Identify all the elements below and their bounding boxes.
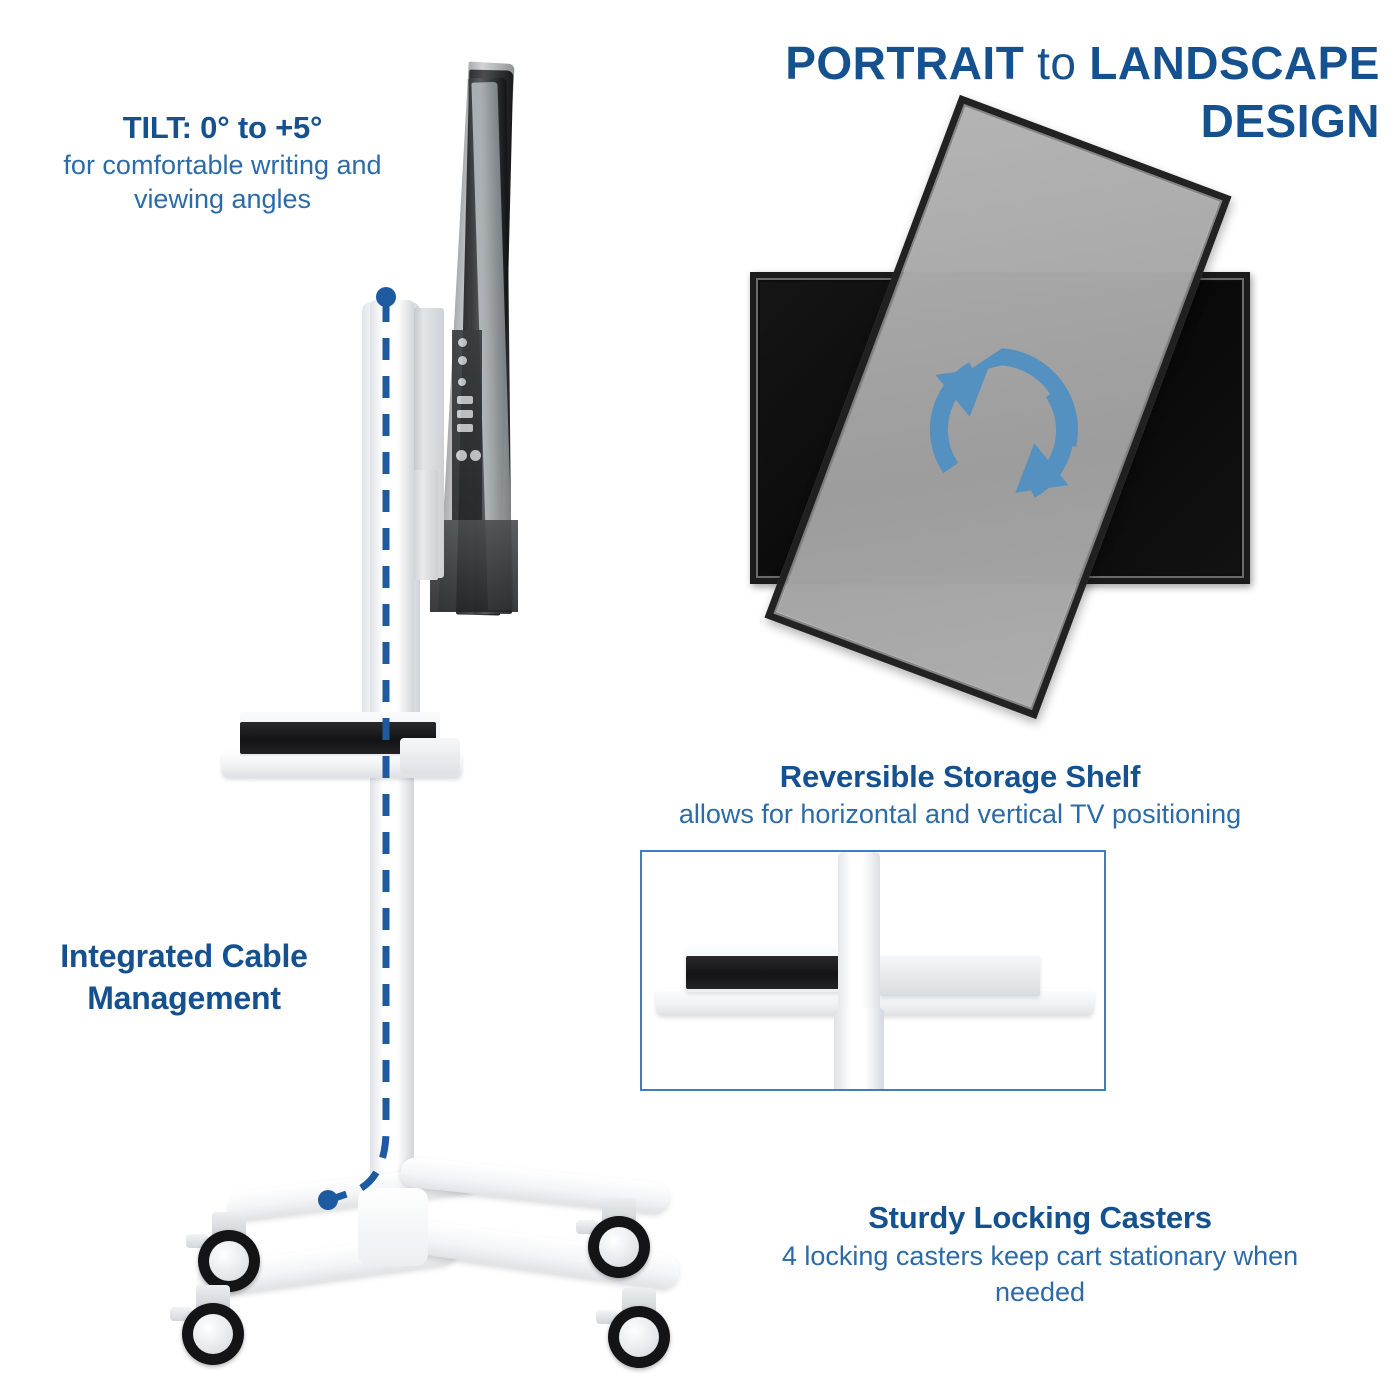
cart-shelf-arm (400, 738, 460, 774)
tv-mount-bracket (430, 520, 518, 612)
callout-casters-body-line1: 4 locking casters keep cart stationary w… (781, 1241, 1299, 1271)
callout-tilt-body-line1: for comfortable writing and (63, 150, 382, 180)
callout-tilt-heading: TILT: 0° to +5° (122, 110, 323, 145)
screw-right (470, 450, 481, 461)
page-title: PORTRAIT to LANDSCAPE DESIGN (660, 34, 1380, 150)
tv-rear-ports-panel (452, 330, 482, 520)
port-hdmi-2 (457, 410, 473, 418)
shelf-detail-inset (640, 850, 1106, 1091)
title-word-landscape: LANDSCAPE (1089, 37, 1380, 89)
callout-casters-body-line2: needed (994, 1277, 1086, 1307)
callout-cable-management: Integrated Cable Management (8, 935, 360, 1019)
callout-shelf-body: allows for horizontal and vertical TV po… (678, 799, 1242, 829)
callout-cable-heading-line1: Integrated Cable (60, 938, 308, 974)
callout-cable-heading-line2: Management (87, 980, 281, 1016)
title-line-2: DESIGN (1200, 95, 1380, 147)
callout-locking-casters: Sturdy Locking Casters 4 locking casters… (700, 1198, 1380, 1310)
caster-wheel (182, 1303, 244, 1365)
callout-shelf-heading: Reversible Storage Shelf (779, 759, 1141, 794)
port-hdmi-1 (457, 396, 473, 404)
port-usb (457, 424, 473, 432)
caster-wheel (588, 1216, 650, 1278)
rotation-arrows-icon (929, 348, 1078, 498)
callout-storage-shelf: Reversible Storage Shelf allows for hori… (520, 757, 1400, 831)
base-center-hub (358, 1188, 428, 1266)
caster-wheel (198, 1230, 260, 1292)
port-rca-white (458, 356, 467, 365)
callout-casters-heading: Sturdy Locking Casters (868, 1200, 1212, 1235)
shelf-detail-pole-sleeve (834, 1008, 884, 1089)
screw-left (456, 450, 467, 461)
shelf-detail-right-platform (880, 956, 1040, 996)
title-word-portrait: PORTRAIT (785, 37, 1025, 89)
title-line-1: PORTRAIT to LANDSCAPE (660, 34, 1380, 92)
port-audio (458, 378, 466, 386)
title-word-to: to (1037, 37, 1077, 89)
shelf-detail-foam-pad (686, 956, 842, 989)
tv-rotation-illustration (735, 94, 1375, 720)
callout-tilt: TILT: 0° to +5° for comfortable writing … (10, 108, 435, 216)
tv-cart-illustration (170, 61, 681, 1368)
callout-tilt-body-line2: viewing angles (133, 184, 312, 214)
caster-wheel (608, 1306, 670, 1368)
port-rca-red (458, 338, 467, 347)
